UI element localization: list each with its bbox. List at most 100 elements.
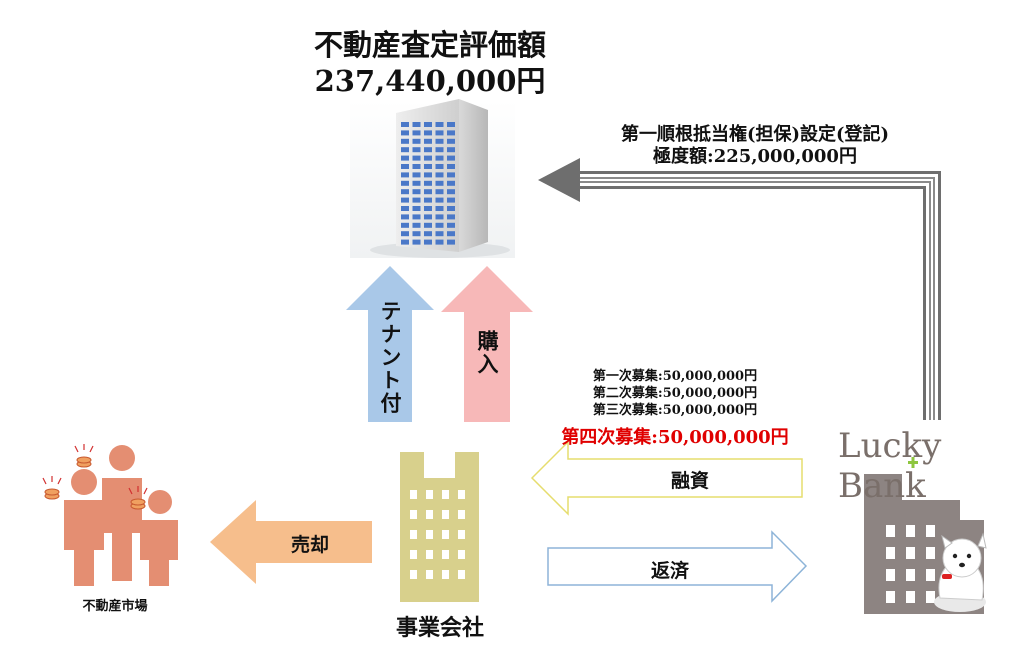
tower-window bbox=[401, 222, 409, 228]
tower-window bbox=[401, 147, 409, 153]
bank-window bbox=[926, 591, 935, 603]
bank-window bbox=[906, 525, 915, 537]
tower-window bbox=[401, 172, 409, 178]
tower-window bbox=[435, 164, 444, 169]
purchase-arrow bbox=[441, 266, 533, 422]
tower-window bbox=[435, 122, 444, 127]
round-4: 第四次募集:50,000,000円 bbox=[561, 427, 789, 448]
company-window bbox=[442, 570, 449, 579]
tower-window bbox=[424, 130, 432, 136]
lien-line-2: 極度額:225,000,000円 bbox=[653, 146, 857, 167]
tower-window bbox=[424, 155, 432, 161]
tower-window bbox=[412, 147, 421, 153]
tower-window bbox=[435, 189, 444, 195]
tower-window bbox=[412, 180, 421, 186]
tower-window bbox=[447, 122, 455, 127]
company-window bbox=[410, 570, 417, 579]
tower-window bbox=[447, 130, 455, 136]
tower-window bbox=[401, 239, 409, 245]
tower-window bbox=[447, 222, 455, 228]
company-window bbox=[442, 510, 449, 519]
bank-window bbox=[886, 569, 895, 581]
sale-arrow bbox=[210, 500, 372, 584]
purchase-label: 購入 bbox=[475, 330, 500, 376]
tower-window bbox=[424, 214, 432, 220]
tower-window bbox=[435, 239, 444, 245]
tower-window bbox=[447, 172, 455, 178]
tower-building-icon bbox=[350, 99, 515, 258]
bank-window bbox=[926, 525, 935, 537]
round-3: 第三次募集:50,000,000円 bbox=[592, 403, 758, 418]
tower-window bbox=[447, 214, 455, 220]
appraisal-title: 不動産査定評価額 bbox=[313, 28, 546, 62]
brand-mark-icon bbox=[908, 457, 918, 468]
tower-window bbox=[447, 231, 455, 237]
tower-window bbox=[401, 164, 409, 169]
repayment-arrow bbox=[547, 530, 808, 603]
tower-window bbox=[412, 122, 421, 127]
bank-window bbox=[886, 591, 895, 603]
tower-window bbox=[401, 122, 409, 127]
company-window bbox=[410, 490, 417, 499]
market-label: 不動産市場 bbox=[82, 599, 148, 614]
company-window bbox=[442, 550, 449, 559]
company-window bbox=[458, 490, 465, 499]
tower-window bbox=[435, 214, 444, 220]
tower-window bbox=[401, 206, 409, 211]
tower-window bbox=[424, 231, 432, 237]
tower-window bbox=[435, 130, 444, 136]
tower-window bbox=[424, 222, 432, 228]
tower-window bbox=[401, 180, 409, 186]
brand-name-part1: Lucky bbox=[838, 426, 942, 466]
tower-window bbox=[412, 206, 421, 211]
company-window bbox=[426, 510, 433, 519]
tower-window bbox=[424, 172, 432, 178]
tower-window bbox=[412, 222, 421, 228]
tower-window bbox=[401, 197, 409, 203]
round-2: 第二次募集:50,000,000円 bbox=[592, 386, 758, 401]
company-window bbox=[410, 530, 417, 539]
tower-window bbox=[447, 180, 455, 186]
company-window bbox=[426, 570, 433, 579]
bank-window bbox=[906, 591, 915, 603]
tower-window bbox=[401, 138, 409, 144]
company-window bbox=[458, 570, 465, 579]
brand-name: Lucky Bank bbox=[838, 426, 1029, 506]
tower-window bbox=[424, 239, 432, 245]
tower-window bbox=[412, 214, 421, 220]
company-building-icon bbox=[400, 452, 479, 602]
tower-window bbox=[424, 122, 432, 127]
tower-window bbox=[412, 231, 421, 237]
lien-arrow bbox=[538, 158, 941, 420]
tower-window bbox=[435, 138, 444, 144]
tower-window bbox=[435, 197, 444, 203]
company-window bbox=[442, 490, 449, 499]
tower-window bbox=[435, 206, 444, 211]
tower-window bbox=[412, 130, 421, 136]
tower-window bbox=[424, 147, 432, 153]
tower-window bbox=[424, 189, 432, 195]
company-window bbox=[426, 530, 433, 539]
tower-window bbox=[412, 197, 421, 203]
brand-name-part2: Bank bbox=[838, 466, 926, 506]
tower-window bbox=[401, 214, 409, 220]
dog-mascot-icon bbox=[934, 532, 987, 612]
company-window bbox=[410, 550, 417, 559]
tower-window bbox=[401, 155, 409, 161]
tower-window bbox=[401, 189, 409, 195]
tower-window bbox=[447, 189, 455, 195]
bank-window bbox=[926, 569, 935, 581]
tower-window bbox=[435, 172, 444, 178]
tower-window bbox=[401, 231, 409, 237]
bank-window bbox=[906, 569, 915, 581]
company-window bbox=[426, 550, 433, 559]
tower-window bbox=[412, 155, 421, 161]
tower-window bbox=[412, 164, 421, 169]
company-window bbox=[442, 530, 449, 539]
tower-window bbox=[435, 231, 444, 237]
tower-window bbox=[412, 239, 421, 245]
tower-window bbox=[447, 197, 455, 203]
tower-window bbox=[447, 206, 455, 211]
company-window bbox=[458, 530, 465, 539]
company-label: 事業会社 bbox=[395, 615, 484, 641]
